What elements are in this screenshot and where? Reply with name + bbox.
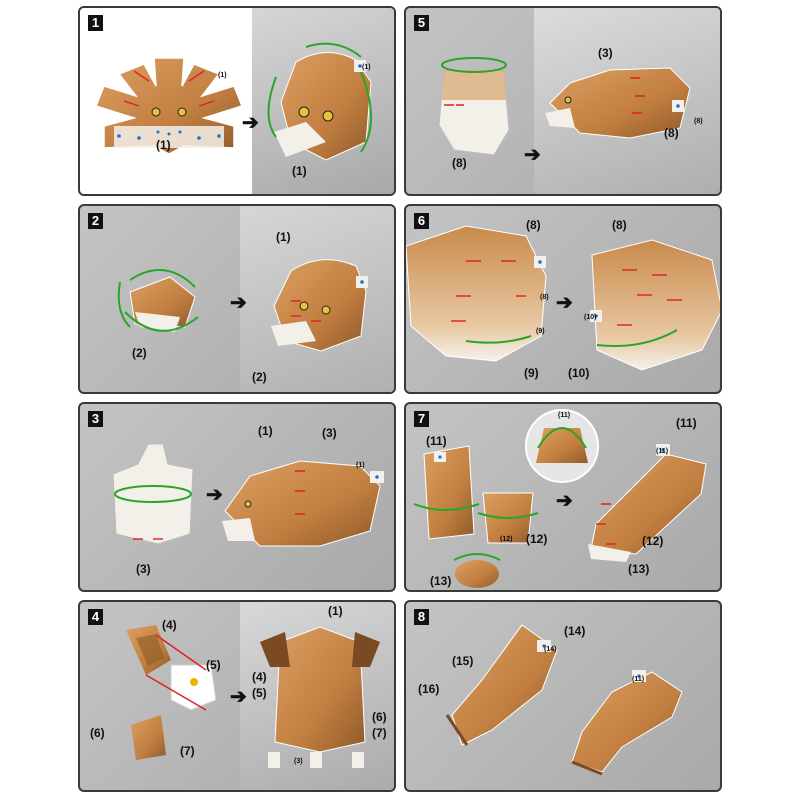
label-part-8: (8) (526, 218, 541, 232)
label-part-1: (1) (276, 230, 291, 244)
step-number: 4 (88, 609, 103, 625)
head-with-muzzle (266, 246, 376, 356)
step-number: 2 (88, 213, 103, 229)
tab-label-11-result: (11) (656, 448, 668, 455)
step-1-panel: 1 (1) (1) ➔ (1) (1) (78, 6, 396, 196)
label-part-5: (5) (206, 658, 221, 672)
step-arrow: ➔ (230, 290, 247, 315)
neck-piece (434, 50, 514, 160)
label-part-12: (12) (526, 532, 547, 546)
tab-label-10: (10) (584, 314, 596, 321)
step-5-panel: 5 (8) ➔ (3) (8) (8) (404, 6, 722, 196)
label-part-10: (10) (568, 366, 589, 380)
label-part-3: (3) (598, 46, 613, 60)
label-part-16: (16) (418, 682, 439, 696)
step-4-panel: 4 (4) (5) (6) (7) ➔ (1) (4) (5) (6) (7) … (78, 600, 396, 792)
head-assembled (266, 42, 376, 172)
step-number: 3 (88, 411, 103, 427)
tab-label: (1) (218, 72, 227, 79)
label-part-15: (15) (452, 654, 473, 668)
leg-segment-right (562, 662, 692, 782)
label-part-7: (7) (180, 744, 195, 758)
label-part-1: (1) (258, 424, 273, 438)
head-with-neck (540, 58, 710, 148)
label-part-11: (11) (426, 434, 447, 448)
label-part-11-result: (11) (676, 416, 697, 430)
label-part-1-result: (1) (292, 164, 307, 178)
label-part-13: (13) (430, 574, 451, 588)
tab-label-14: (14) (544, 646, 556, 653)
tab-label: (3) (294, 758, 303, 765)
tab-label-12: (12) (500, 536, 512, 543)
leg-upper-piece (414, 444, 484, 544)
step-arrow: ➔ (524, 142, 541, 167)
label-part-12-result: (12) (642, 534, 663, 548)
step-8-panel: 8 (14) (14) (15) (16) (11) (404, 600, 722, 792)
step-number: 7 (414, 411, 429, 427)
label-part-1: (1) (156, 138, 171, 152)
body-front (406, 216, 556, 376)
step-number: 1 (88, 15, 103, 31)
paw-piece (452, 552, 502, 590)
label-part-4: (4) (162, 618, 177, 632)
head-with-ears (260, 622, 380, 782)
body-assembled (582, 230, 722, 380)
ear-pieces (116, 620, 236, 770)
step-arrow: ➔ (556, 290, 573, 315)
label-part-8-result: (8) (664, 126, 679, 140)
muzzle-piece (110, 262, 210, 342)
label-part-3: (3) (136, 562, 151, 576)
tab-label-2: (1) (362, 64, 371, 71)
label-part-3-result: (3) (322, 426, 337, 440)
step-3-panel: 3 (3) ➔ (1) (3) (1) (78, 402, 396, 592)
leg-segment-left (442, 620, 562, 750)
tab-label-11: (11) (632, 676, 644, 683)
label-part-2: (2) (132, 346, 147, 360)
label-part-13-result: (13) (628, 562, 649, 576)
label-part-4-result: (4) (252, 670, 267, 684)
label-part-8-result: (8) (612, 218, 627, 232)
label-part-2-result: (2) (252, 370, 267, 384)
step-6-panel: 6 (8) (9) (8) (9) ➔ (8) (10) (10) (404, 204, 722, 394)
label-part-14: (14) (564, 624, 585, 638)
step-arrow: ➔ (556, 488, 573, 513)
step-number: 8 (414, 609, 429, 625)
tab-label: (1) (356, 462, 365, 469)
tab-label-11: (11) (558, 412, 570, 419)
tab-label-8: (8) (540, 294, 549, 301)
step-2-panel: 2 (2) ➔ (1) (2) (78, 204, 396, 394)
label-part-1: (1) (328, 604, 343, 618)
neck-ring-piece (108, 444, 198, 554)
step-number: 5 (414, 15, 429, 31)
label-part-7-result: (7) (372, 726, 387, 740)
label-part-5-result: (5) (252, 686, 267, 700)
step-7-panel: 7 (11) (12) (12) (13) (11) ➔ (11) (12) (… (404, 402, 722, 592)
tab-label-9: (9) (536, 328, 545, 335)
label-part-9: (9) (524, 366, 539, 380)
label-part-6-result: (6) (372, 710, 387, 724)
label-part-8: (8) (452, 156, 467, 170)
tab-label: (8) (694, 118, 703, 125)
label-part-6: (6) (90, 726, 105, 740)
step-arrow: ➔ (242, 110, 259, 135)
step-arrow: ➔ (230, 684, 247, 709)
